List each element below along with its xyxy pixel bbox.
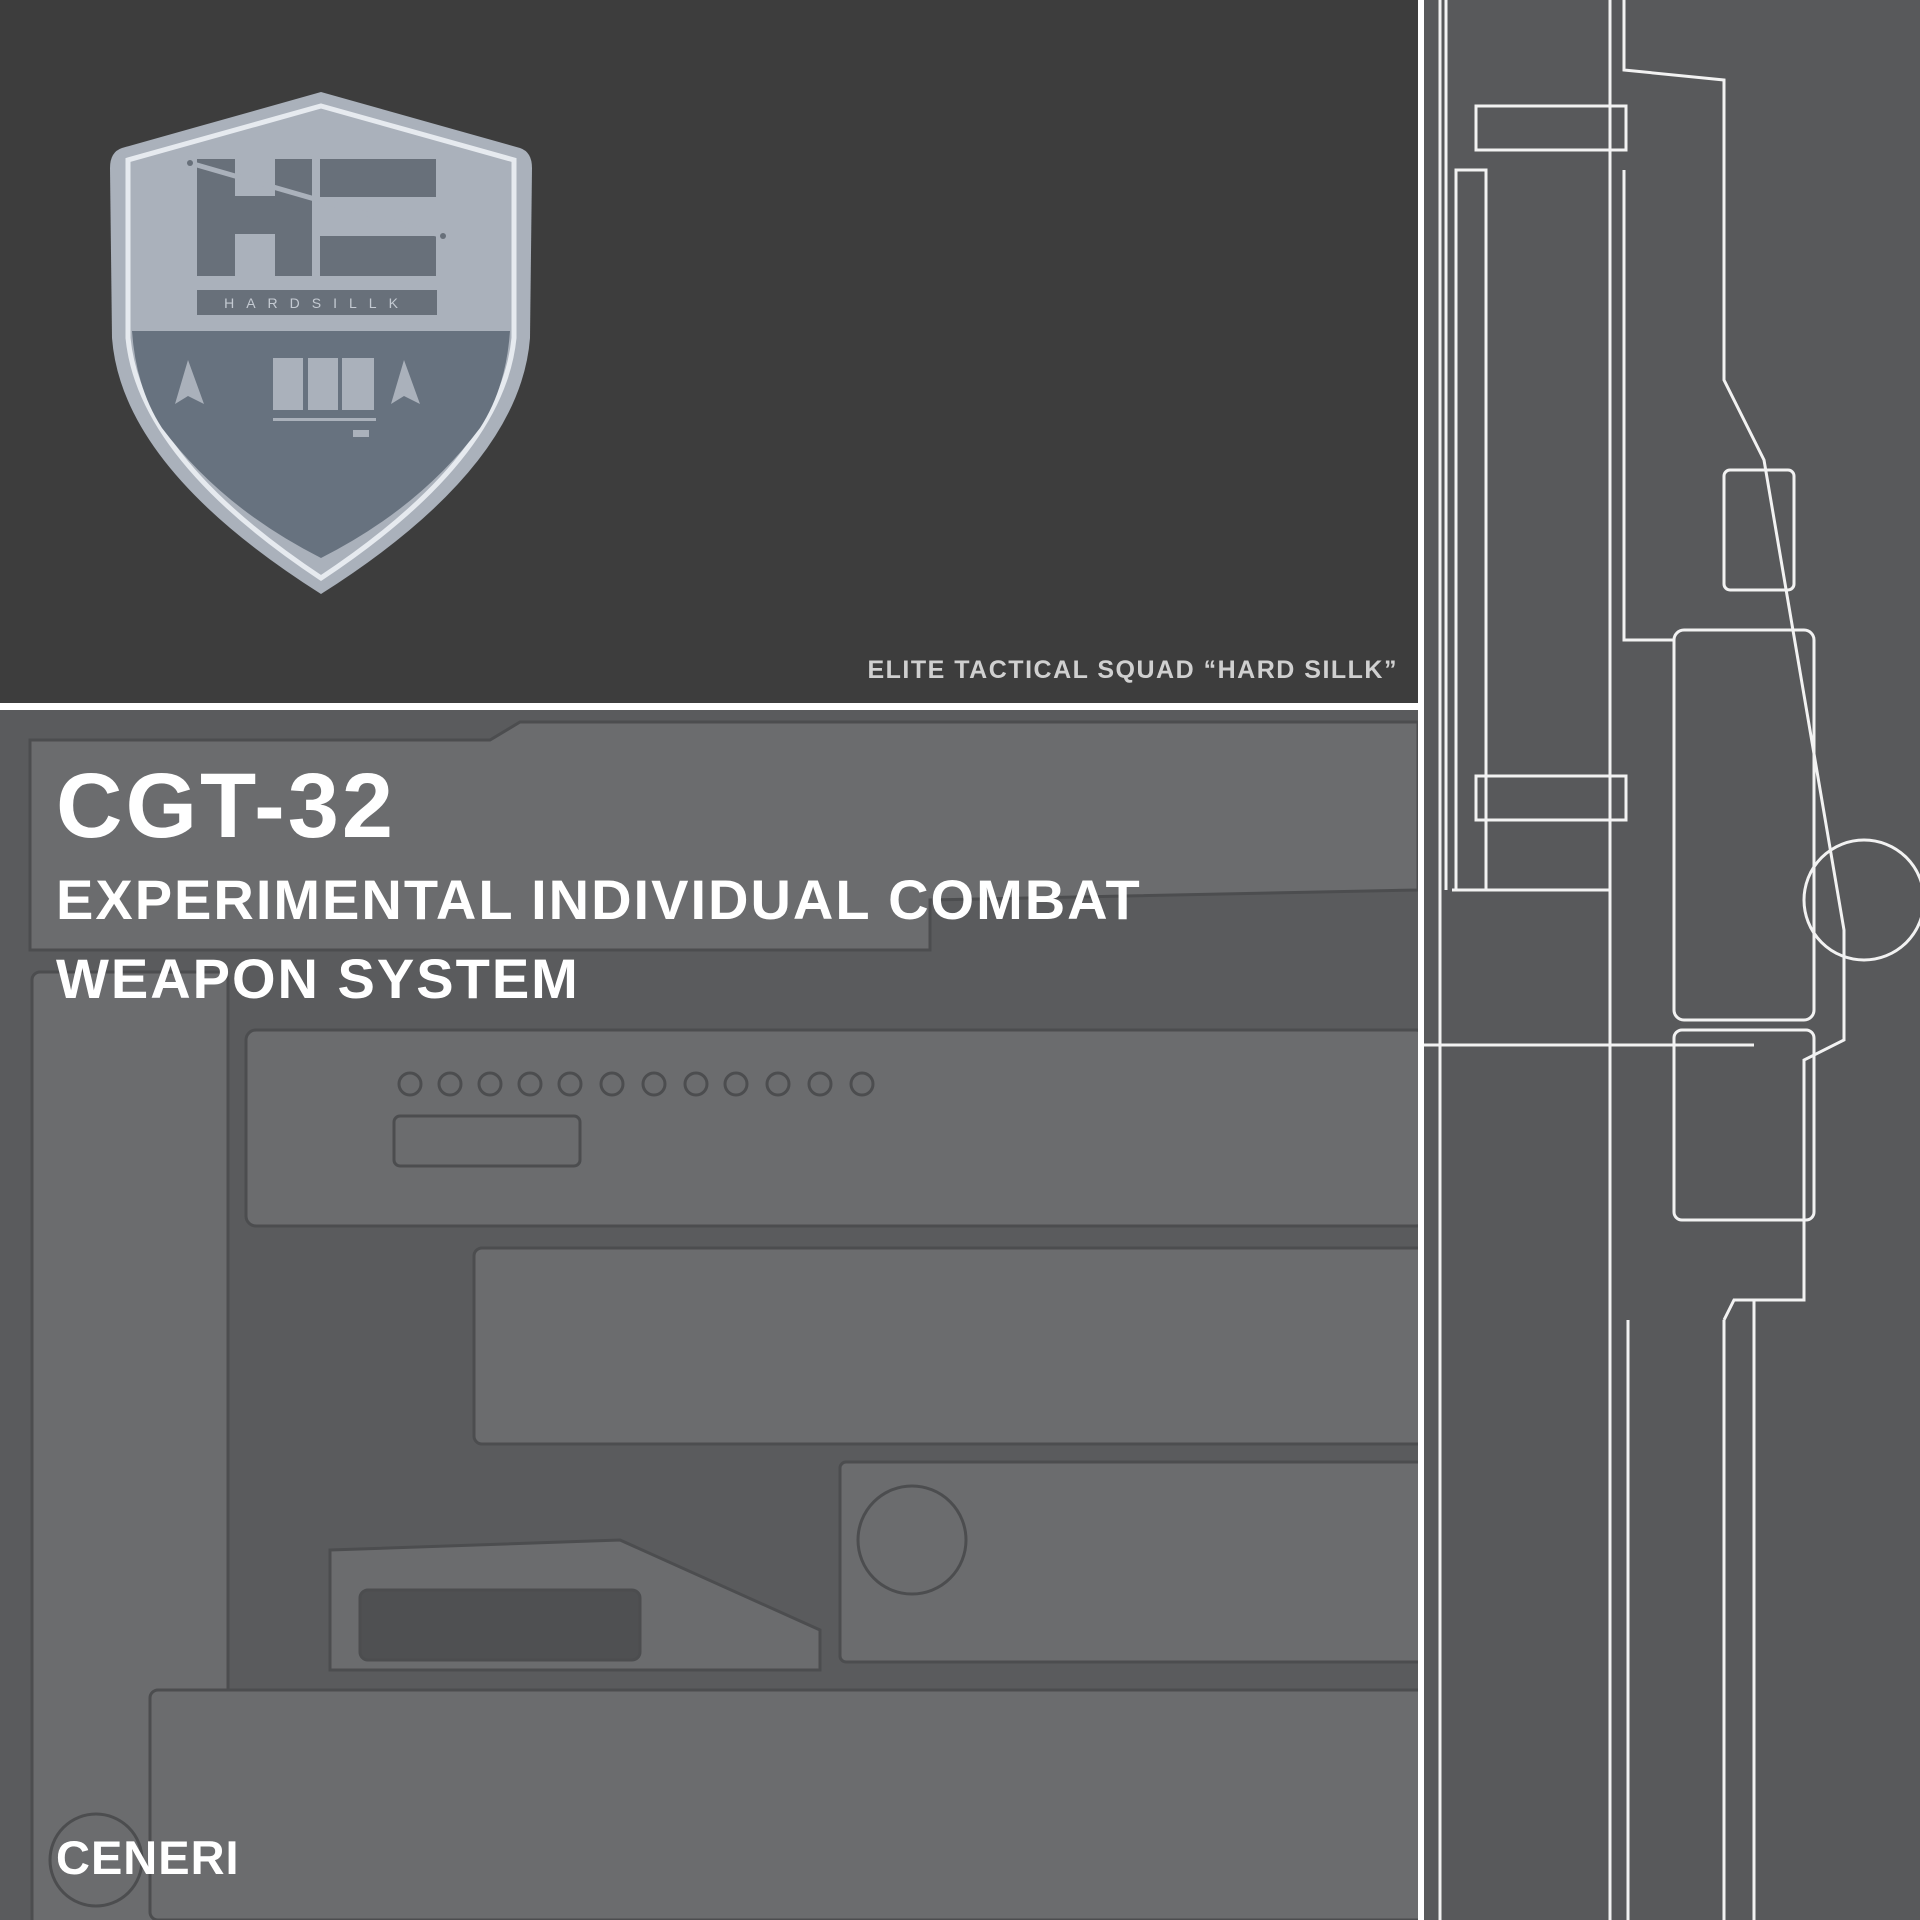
blueprint-panel (1424, 0, 1920, 1920)
subtitle: EXPERIMENTAL INDIVIDUAL COMBAT WEAPON SY… (56, 860, 1142, 1018)
header-panel: HARDSILLK ELITE TACTICAL SQUAD “HARD SIL… (0, 0, 1418, 703)
author-name: CENERI (56, 1831, 240, 1884)
tagline: ELITE TACTICAL SQUAD “HARD SILLK” (867, 656, 1398, 684)
weapon-parts-illustration (28, 720, 1418, 1920)
emblem-wordmark: HARDSILLK (224, 295, 410, 311)
subtitle-line-2: WEAPON SYSTEM (56, 947, 580, 1010)
subtitle-line-1: EXPERIMENTAL INDIVIDUAL COMBAT (56, 868, 1142, 931)
hardsillk-emblem: HARDSILLK (110, 92, 532, 594)
page-title: CGT-32 (56, 755, 397, 857)
cover-panel: CGT-32 EXPERIMENTAL INDIVIDUAL COMBAT WE… (0, 710, 1418, 1920)
weapon-blueprint (1424, 0, 1920, 1920)
